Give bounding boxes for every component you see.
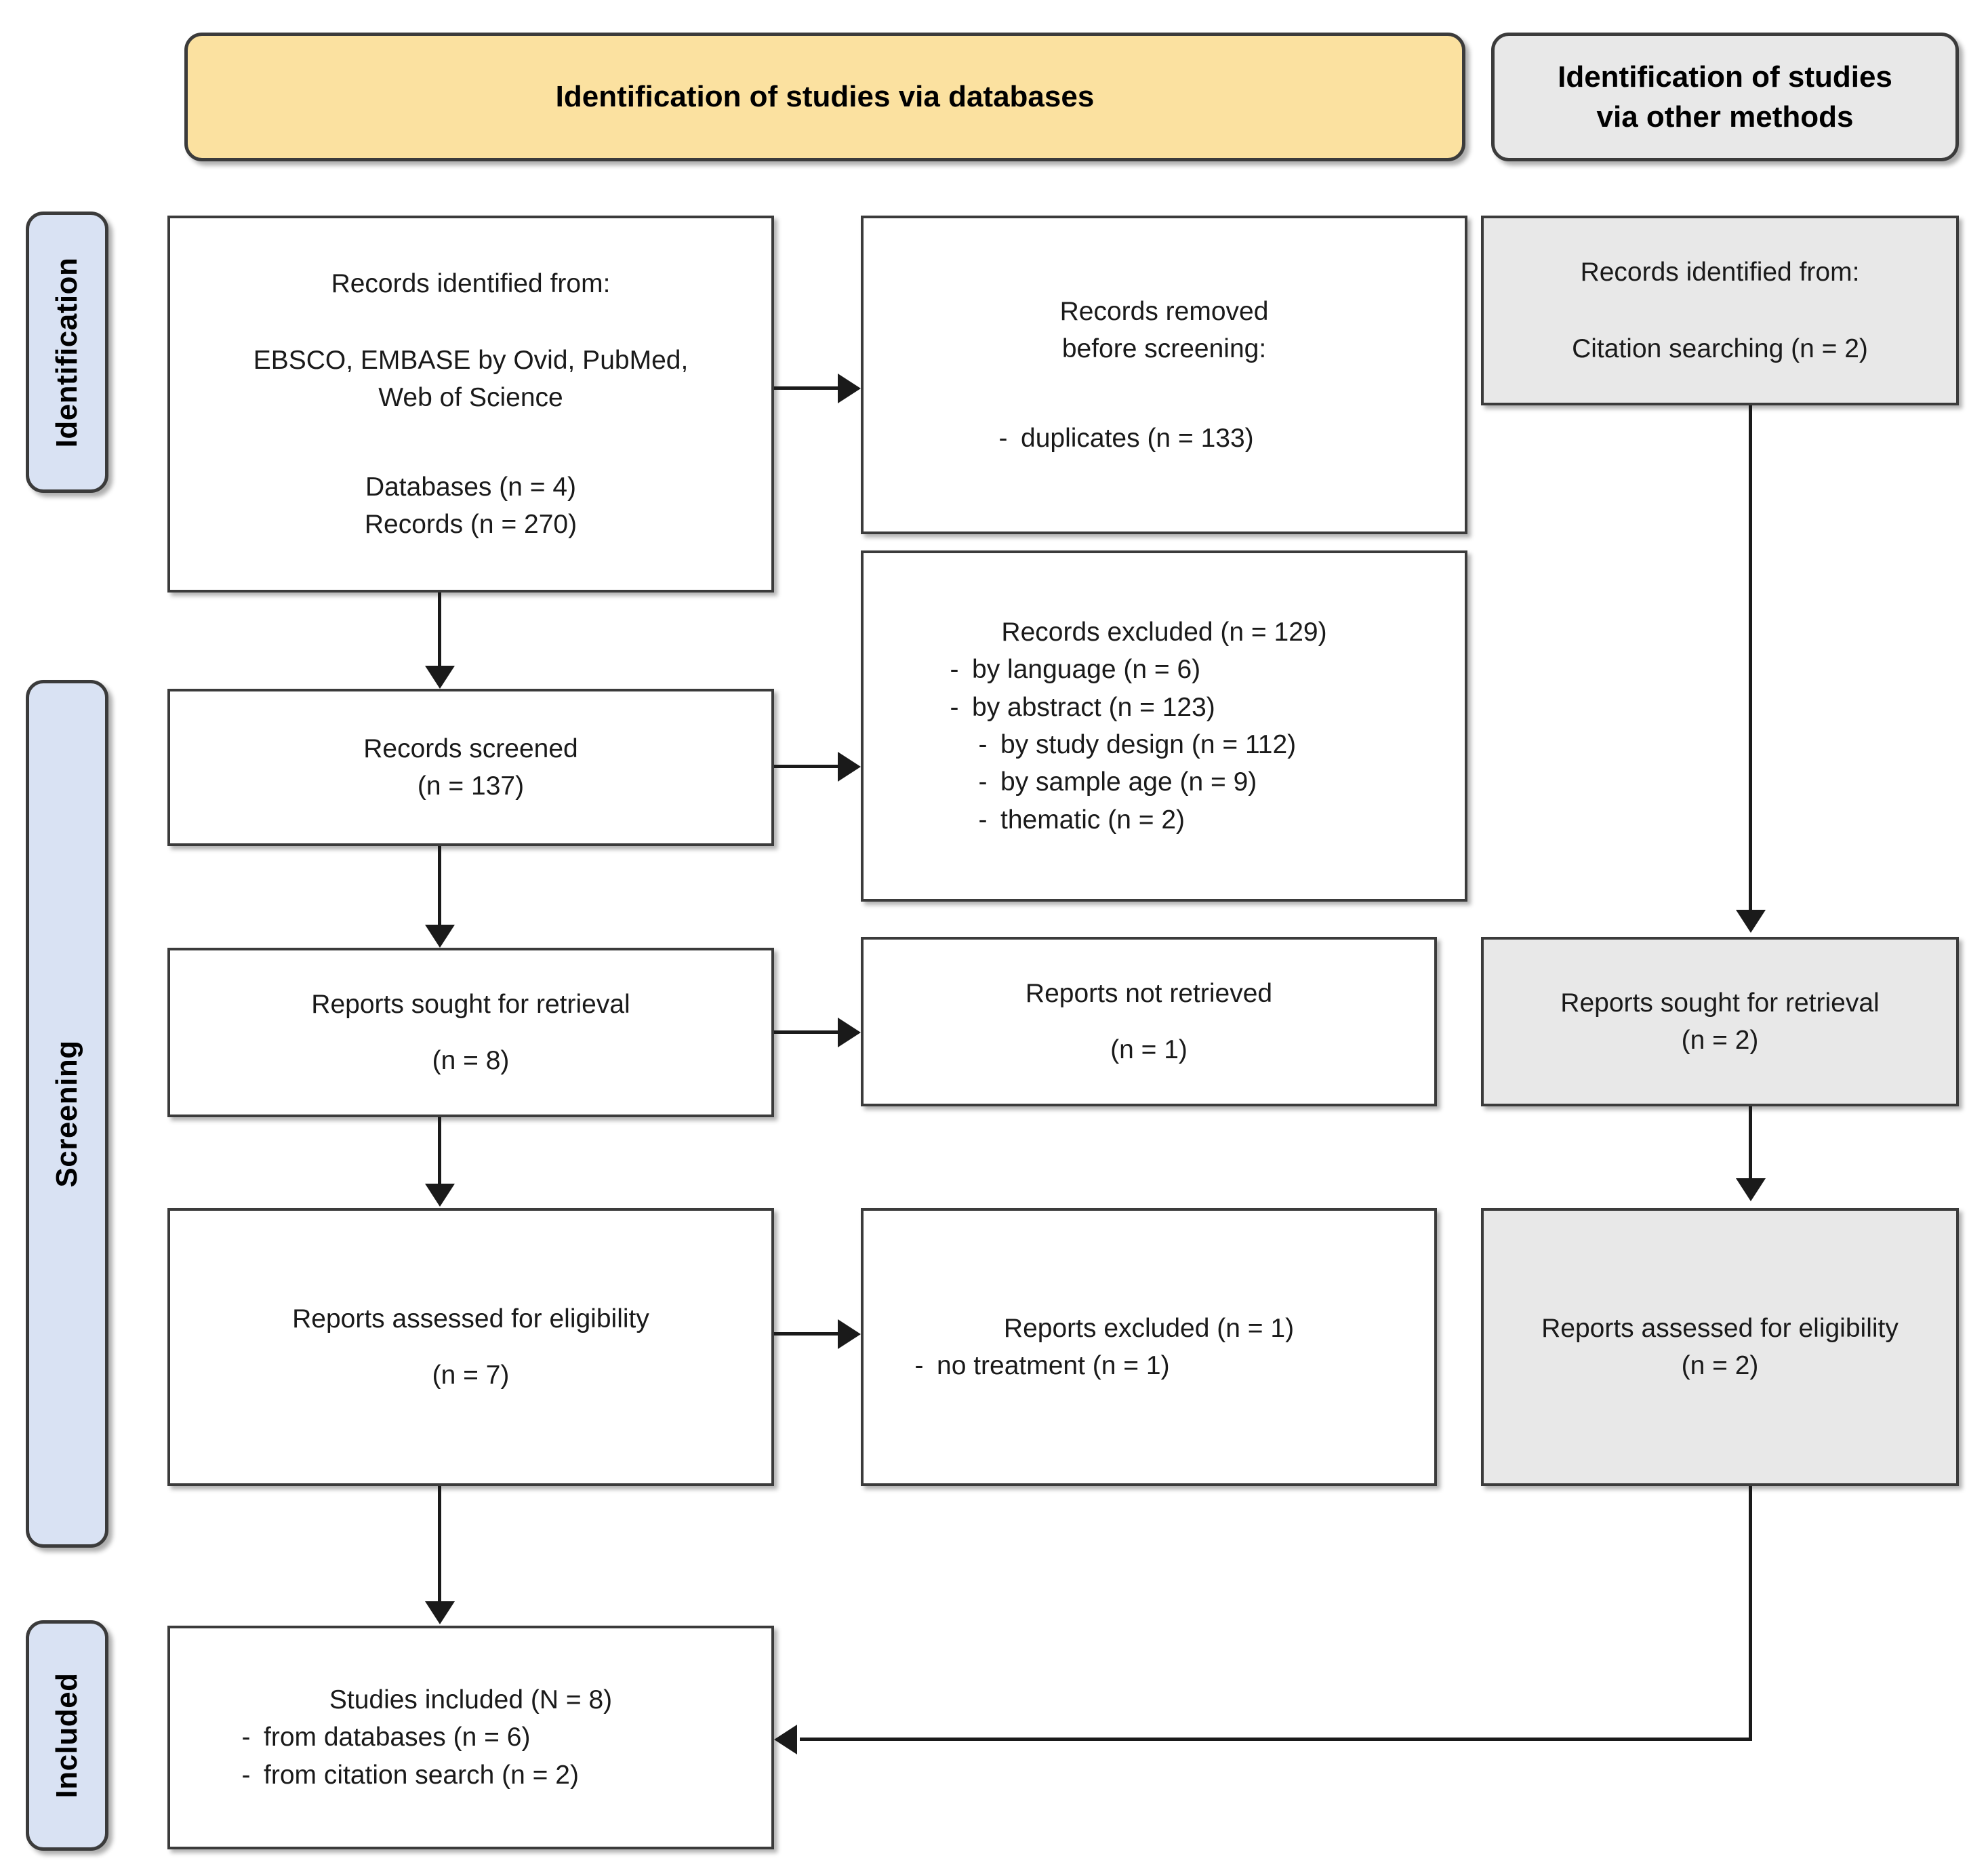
- records-excluded-title: Records excluded (n = 129): [1001, 617, 1327, 647]
- arrow-sought-to-not-retrieved: [838, 1018, 861, 1047]
- bullet-dash-icon: -: [241, 1723, 251, 1752]
- arrow-identified-to-removed: [838, 374, 861, 403]
- banner-other-methods-label-line2: via other methods: [1596, 100, 1854, 134]
- bullet-dash-icon: -: [950, 692, 959, 722]
- box-other-reports-assessed-for-eligibility: Reports assessed for eligibility (n = 2): [1481, 1208, 1959, 1486]
- bullet-dash-icon: -: [950, 655, 959, 685]
- box-records-removed-before-screening: Records removed before screening: - dupl…: [861, 216, 1467, 534]
- arrow-assessed-to-included: [425, 1601, 455, 1624]
- records-removed-duplicates: duplicates (n = 133): [1021, 423, 1254, 453]
- box-studies-included: Studies included (N = 8) - from database…: [167, 1626, 774, 1849]
- studies-included-item-row: - from databases (n = 6): [170, 1719, 771, 1756]
- arrow-other-sought-to-assessed: [1736, 1178, 1766, 1201]
- stage-label-identification: Identification: [26, 212, 108, 493]
- arrow-assessed-to-excluded: [838, 1319, 861, 1349]
- connector-assessed-to-included: [438, 1486, 441, 1603]
- connector-assessed-to-excluded: [774, 1332, 842, 1336]
- box-records-excluded: Records excluded (n = 129) - by language…: [861, 550, 1467, 902]
- records-excluded-thematic: thematic (n = 2): [1000, 805, 1185, 835]
- box-reports-not-retrieved: Reports not retrieved (n = 1): [861, 937, 1437, 1106]
- records-excluded-by-sample-age: by sample age (n = 9): [1000, 767, 1257, 797]
- stage-screening-text: Screening: [50, 1040, 83, 1188]
- other-identified-line2: Citation searching (n = 2): [1572, 334, 1868, 363]
- records-identified-databases-count: Databases (n = 4): [365, 472, 577, 502]
- records-excluded-item-row: - by sample age (n = 9): [864, 763, 1465, 801]
- connector-screened-to-sought: [438, 846, 441, 926]
- bullet-dash-icon: -: [914, 1351, 924, 1380]
- bullet-dash-icon: -: [998, 423, 1008, 453]
- records-removed-duplicates-row: - duplicates (n = 133): [864, 420, 1465, 457]
- bullet-dash-icon: -: [978, 805, 988, 835]
- connector-identified-to-screened: [438, 593, 441, 667]
- box-other-reports-sought-for-retrieval: Reports sought for retrieval (n = 2): [1481, 937, 1959, 1106]
- other-identified-line1: Records identified from:: [1580, 257, 1860, 287]
- records-excluded-by-abstract: by abstract (n = 123): [972, 692, 1215, 722]
- bullet-dash-icon: -: [978, 767, 988, 797]
- stage-label-included: Included: [26, 1620, 108, 1851]
- arrow-identified-to-screened: [425, 666, 455, 689]
- reports-assessed-count: (n = 7): [432, 1361, 510, 1390]
- reports-excluded-no-treatment: no treatment (n = 1): [937, 1351, 1170, 1380]
- studies-included-from-citation-search: from citation search (n = 2): [264, 1760, 579, 1790]
- connector-other-identified-to-sought: [1749, 405, 1752, 911]
- box-reports-excluded: Reports excluded (n = 1) - no treatment …: [861, 1208, 1437, 1486]
- other-reports-sought-count: (n = 2): [1681, 1026, 1759, 1055]
- records-screened-count: (n = 137): [417, 771, 525, 801]
- other-reports-assessed-line1: Reports assessed for eligibility: [1541, 1313, 1899, 1343]
- records-excluded-by-language: by language (n = 6): [972, 655, 1201, 685]
- records-identified-records-count: Records (n = 270): [364, 510, 577, 540]
- bullet-dash-icon: -: [978, 730, 988, 759]
- banner-databases-label: Identification of studies via databases: [555, 80, 1095, 114]
- records-identified-line3: Web of Science: [378, 383, 563, 413]
- records-removed-line2: before screening:: [1061, 334, 1267, 364]
- banner-identification-via-databases: Identification of studies via databases: [184, 33, 1465, 161]
- connector-sought-to-assessed: [438, 1117, 441, 1185]
- records-removed-line1: Records removed: [1059, 296, 1269, 326]
- records-excluded-by-study-design: by study design (n = 112): [1000, 730, 1297, 759]
- records-screened-line1: Records screened: [363, 734, 578, 763]
- stage-label-screening: Screening: [26, 680, 108, 1548]
- reports-not-retrieved-line1: Reports not retrieved: [1025, 978, 1273, 1008]
- reports-not-retrieved-count: (n = 1): [1110, 1035, 1188, 1064]
- other-reports-assessed-count: (n = 2): [1681, 1351, 1759, 1380]
- records-excluded-item-row: - thematic (n = 2): [864, 801, 1465, 839]
- reports-sought-line1: Reports sought for retrieval: [311, 989, 630, 1019]
- connector-identified-to-removed: [774, 386, 842, 390]
- connector-screened-to-excluded: [774, 765, 842, 768]
- box-records-screened: Records screened (n = 137): [167, 689, 774, 846]
- records-identified-line2: EBSCO, EMBASE by Ovid, PubMed,: [253, 345, 689, 375]
- stage-included-text: Included: [50, 1672, 83, 1799]
- box-reports-assessed-for-eligibility: Reports assessed for eligibility (n = 7): [167, 1208, 774, 1486]
- box-reports-sought-for-retrieval: Reports sought for retrieval (n = 8): [167, 948, 774, 1117]
- other-reports-sought-line1: Reports sought for retrieval: [1560, 988, 1880, 1018]
- arrow-screened-to-excluded: [838, 752, 861, 782]
- reports-excluded-item-row: - no treatment (n = 1): [864, 1347, 1434, 1384]
- bullet-dash-icon: -: [241, 1760, 251, 1790]
- records-identified-line1: Records identified from:: [331, 268, 611, 298]
- records-excluded-item-row: - by abstract (n = 123): [864, 689, 1465, 726]
- stage-identification-text: Identification: [50, 257, 83, 447]
- arrow-other-assessed-to-included: [774, 1725, 797, 1754]
- connector-other-assessed-down: [1749, 1486, 1752, 1741]
- reports-excluded-title: Reports excluded (n = 1): [1003, 1313, 1295, 1343]
- arrow-sought-to-assessed: [425, 1184, 455, 1207]
- studies-included-item-row: - from citation search (n = 2): [170, 1756, 771, 1794]
- records-excluded-item-row: - by language (n = 6): [864, 651, 1465, 688]
- studies-included-title: Studies included (N = 8): [329, 1685, 613, 1714]
- banner-identification-via-other-methods: Identification of studies via other meth…: [1491, 33, 1959, 161]
- studies-included-from-databases: from databases (n = 6): [264, 1723, 531, 1752]
- connector-sought-to-not-retrieved: [774, 1030, 842, 1034]
- reports-assessed-line1: Reports assessed for eligibility: [292, 1304, 649, 1333]
- box-records-identified-other-methods: Records identified from: Citation search…: [1481, 216, 1959, 405]
- arrow-screened-to-sought: [425, 925, 455, 948]
- connector-other-assessed-to-included: [800, 1738, 1752, 1741]
- banner-other-methods-label-line1: Identification of studies: [1558, 60, 1892, 94]
- records-excluded-item-row: - by study design (n = 112): [864, 726, 1465, 763]
- arrow-other-identified-to-sought: [1736, 910, 1766, 933]
- reports-sought-count: (n = 8): [432, 1046, 510, 1075]
- connector-other-sought-to-assessed: [1749, 1106, 1752, 1180]
- box-records-identified-databases: Records identified from: EBSCO, EMBASE b…: [167, 216, 774, 593]
